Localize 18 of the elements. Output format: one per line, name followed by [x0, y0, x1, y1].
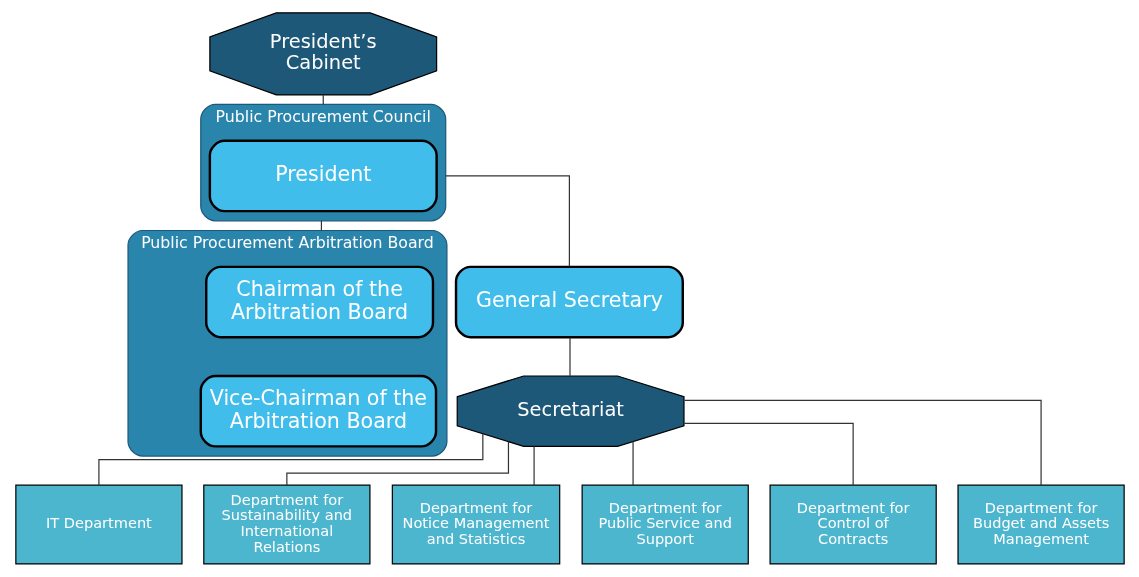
connector — [568, 337, 571, 377]
node-box: IT Department — [14, 484, 183, 565]
node-box: President — [208, 139, 438, 213]
node-box: Vice-Chairman of the Arbitration Board — [199, 374, 437, 448]
connector — [683, 422, 854, 486]
node-box: Chairman of the Arbitration Board — [204, 265, 434, 339]
connector — [97, 433, 483, 486]
node-box: Department for Sustainability and International Relations — [202, 484, 371, 565]
connector — [285, 441, 509, 486]
node-box: Department for Budget and Assets Management — [956, 484, 1125, 565]
node-box: Department for Public Service and Support — [581, 484, 749, 565]
connector — [631, 440, 634, 486]
node-box: Department for Control of Contracts — [768, 484, 937, 565]
connector — [532, 445, 535, 486]
node-box: General Secretary — [454, 265, 684, 339]
connector — [683, 399, 1042, 486]
connector — [444, 175, 570, 268]
node-box: Department for Notice Management and Statistics — [391, 484, 560, 565]
